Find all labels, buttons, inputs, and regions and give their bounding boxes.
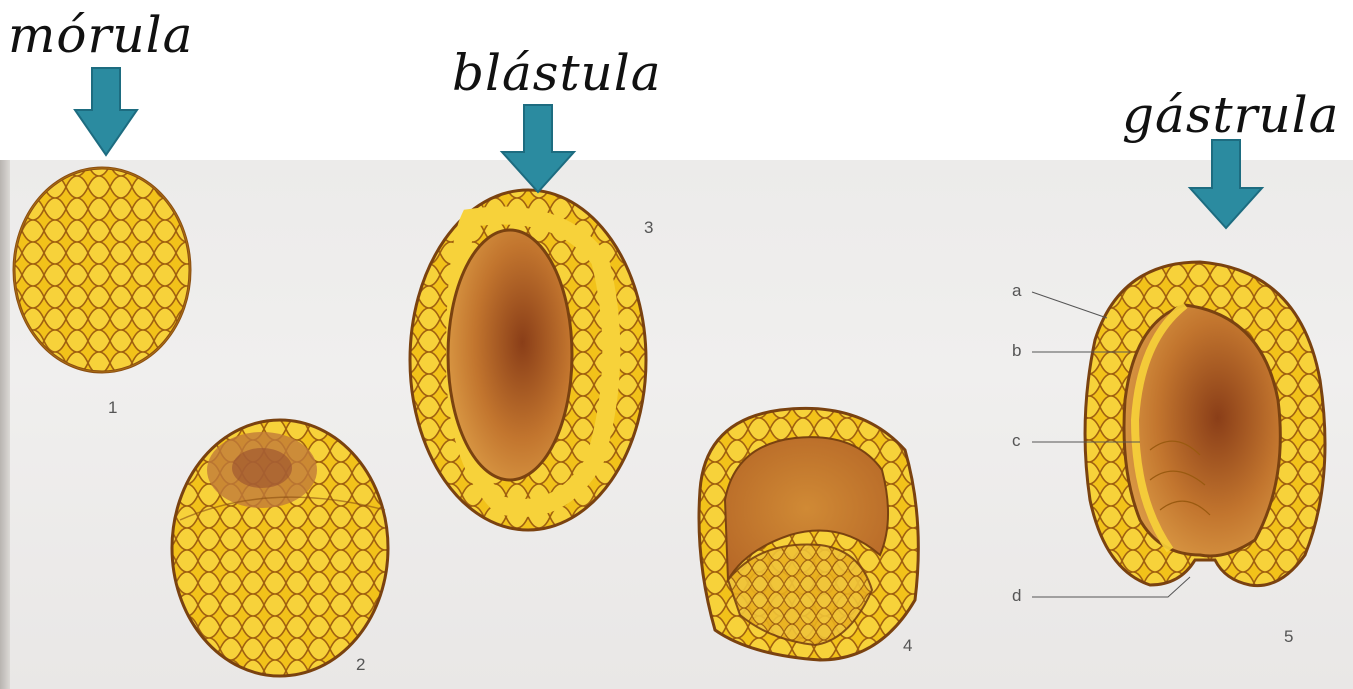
blastula-section-figure	[410, 190, 646, 530]
figure-number-3: 3	[644, 218, 653, 238]
gastrula-section-figure	[1085, 262, 1325, 586]
figure-number-2: 2	[356, 655, 365, 675]
morula-figure	[14, 168, 190, 372]
gastrula-label-d: d	[1012, 586, 1021, 606]
early-gastrula-section-figure	[699, 408, 918, 660]
figure-number-5: 5	[1284, 627, 1293, 647]
morula-arrow-icon	[75, 68, 137, 155]
blastula-arrow-icon	[502, 105, 574, 192]
gastrula-label-c: c	[1012, 431, 1021, 451]
gastrula-arrow-icon	[1190, 140, 1262, 228]
morula-title: mórula	[8, 6, 193, 64]
figure-number-4: 4	[903, 636, 912, 656]
figure-number-1: 1	[108, 398, 117, 418]
gastrula-label-b: b	[1012, 341, 1021, 361]
blastula-outer-figure	[172, 420, 388, 676]
gastrula-title: gástrula	[1122, 86, 1339, 144]
gastrula-label-a: a	[1012, 281, 1021, 301]
blastula-title: blástula	[452, 44, 662, 102]
